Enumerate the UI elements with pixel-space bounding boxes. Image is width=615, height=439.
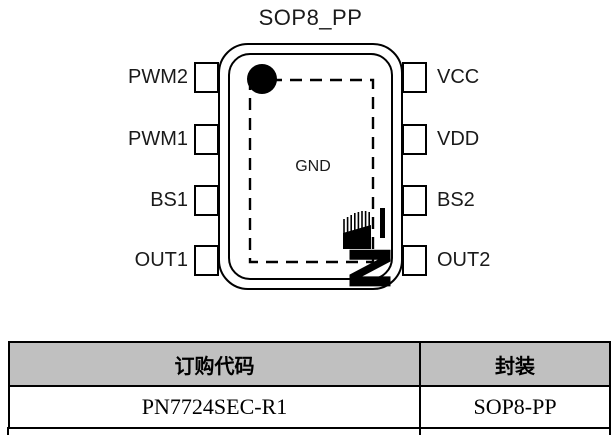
table-gridline-tail-right — [609, 427, 611, 435]
pin-label-bs2: BS2 — [437, 189, 475, 211]
pin-label-pwm2: PWM2 — [128, 66, 188, 88]
logo-letter: N — [336, 245, 401, 292]
pin-out2 — [402, 245, 427, 276]
table-header-row: 订购代码 封装 — [7, 341, 611, 387]
table-row: PN7724SEC-R1 SOP8-PP — [7, 385, 611, 429]
pin-label-out1: OUT1 — [134, 249, 188, 271]
pin-bs2 — [402, 185, 427, 216]
pin-label-out2: OUT2 — [437, 249, 491, 271]
table-gridline-tail-divider — [419, 427, 421, 435]
pin-bs1 — [194, 185, 219, 216]
exposed-pad-dashed-outline — [248, 78, 375, 264]
chipown-logo-icon: N — [336, 208, 401, 292]
header-package: 封装 — [419, 341, 611, 387]
package-title: SOP8_PP — [258, 5, 363, 30]
pin1-indicator-dot — [247, 64, 277, 94]
exposed-pad-label: GND — [295, 158, 331, 175]
pin-vcc — [402, 62, 427, 93]
pin-pwm1 — [194, 124, 219, 155]
pin-label-pwm1: PWM1 — [128, 128, 188, 150]
pin-vdd — [402, 124, 427, 155]
pin-pwm2 — [194, 62, 219, 93]
pin-label-bs1: BS1 — [150, 189, 188, 211]
table-gridline-tail-left — [7, 427, 9, 435]
header-order-code: 订购代码 — [7, 341, 422, 387]
pin-label-vcc: VCC — [437, 66, 480, 88]
pin-label-vdd: VDD — [437, 128, 480, 150]
cell-order-code: PN7724SEC-R1 — [7, 385, 422, 429]
ordering-info-table: 订购代码 封装 PN7724SEC-R1 SOP8-PP — [7, 341, 611, 429]
pin-out1 — [194, 245, 219, 276]
cell-package: SOP8-PP — [419, 385, 611, 429]
